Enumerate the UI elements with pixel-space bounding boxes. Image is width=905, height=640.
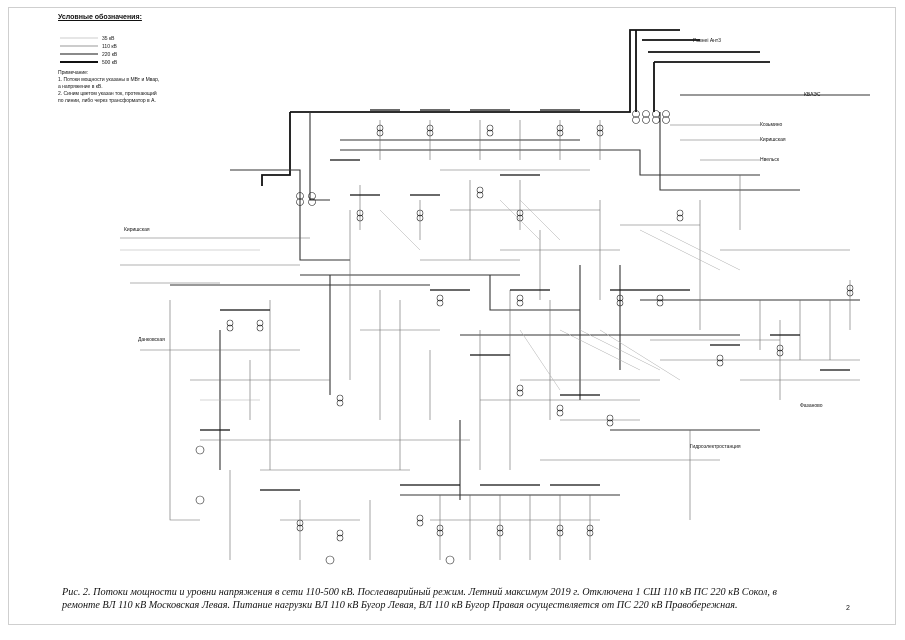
generators (195, 445, 455, 565)
station-nevelsk: Нвельск (760, 157, 780, 163)
note-line-4: по линии, либо через трансформатор в А. (58, 98, 156, 104)
legend-label-35kv: 35 кВ (102, 36, 115, 42)
station-kirishi: Киришская (760, 137, 786, 143)
station-rivne: Ривнеі Ант3 (693, 38, 721, 44)
figure-caption: Рис. 2. Потоки мощности и уровни напряже… (62, 587, 832, 612)
caption-line-2: ремонте ВЛ 110 кВ Московская Левая. Пита… (62, 599, 738, 611)
legend-title: Условные обозначения: (58, 14, 142, 21)
station-kirishi-2: Киришская (124, 227, 150, 233)
bus-bars (200, 109, 850, 491)
note-line-1: 1. Потоки мощности указаны в МВт и Мвар, (58, 77, 160, 83)
legend-label-110kv: 110 кВ (102, 44, 117, 50)
station-gidro: Гидроэлектростанция (690, 444, 741, 450)
lines-110kv (120, 120, 860, 560)
lines-500kv (261, 29, 770, 186)
lines-35kv (120, 199, 741, 401)
legend-line-samples (60, 37, 98, 63)
page-frame (8, 7, 896, 625)
caption-line-1: Рис. 2. Потоки мощности и уровни напряже… (62, 587, 777, 598)
note-line-2: а напряжение в кВ. (58, 84, 103, 90)
station-kozmino: Козьмино (760, 122, 783, 128)
legend-label-220kv: 220 кВ (102, 52, 118, 58)
page-number: 2 (846, 605, 850, 612)
legend-label-500kv: 500 кВ (102, 60, 118, 66)
transformers (226, 110, 854, 542)
notes-heading: Примечание: (58, 70, 89, 76)
note-line-3: 2. Синим цветом указан ток, протекающий (58, 91, 157, 97)
lines-220kv (170, 94, 870, 500)
station-dankov: Данковская (138, 337, 165, 343)
station-fazanovo: Фазаново (800, 403, 823, 409)
station-kvaes: КВАЭС (804, 92, 821, 98)
